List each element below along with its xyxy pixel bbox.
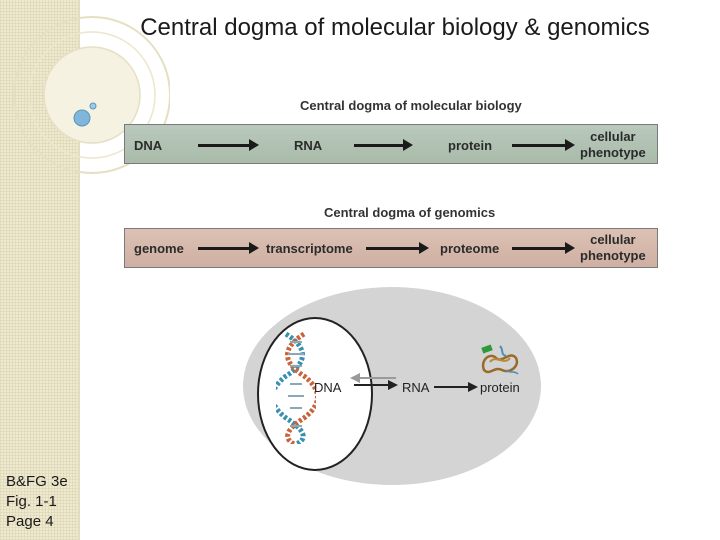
slide-title: Central dogma of molecular biology & gen… — [140, 14, 650, 41]
term-genome: genome — [134, 241, 184, 256]
cell-label-protein: protein — [480, 380, 520, 395]
phenotype-line-2: phenotype — [580, 145, 646, 160]
caption-line-book: B&FG 3e — [6, 473, 68, 490]
arrow-transcriptome-to-proteome — [366, 242, 429, 254]
phenotype-line-1: cellular — [590, 129, 636, 144]
cell-label-dna: DNA — [314, 380, 342, 395]
rna-to-protein-arrow — [434, 382, 478, 392]
phenotype-line-1: cellular — [590, 232, 636, 247]
sidebar-edge — [78, 0, 80, 540]
term-transcriptome: transcriptome — [266, 241, 353, 256]
caption-line-figure: Fig. 1-1 — [6, 493, 57, 510]
arrow-proteome-to-phenotype — [512, 242, 575, 254]
decorative-circles — [13, 16, 170, 174]
term-cellular-phenotype-genomics: cellular phenotype — [580, 232, 646, 264]
term-cellular-phenotype: cellular phenotype — [580, 129, 646, 161]
term-protein: protein — [448, 138, 493, 153]
dna-helix-illustration — [276, 332, 316, 444]
arrow-rna-to-protein — [354, 139, 413, 151]
protein-structure-illustration — [481, 344, 519, 375]
molecular-panel-heading: Central dogma of molecular biology — [300, 98, 522, 113]
genomics-panel-heading: Central dogma of genomics — [324, 205, 496, 220]
term-proteome: proteome — [440, 241, 500, 256]
arrow-dna-to-rna — [198, 139, 259, 151]
term-rna: RNA — [294, 138, 323, 153]
arrow-protein-to-phenotype — [512, 139, 575, 151]
rna-to-dna-reverse-arrow — [350, 373, 398, 390]
phenotype-line-2: phenotype — [580, 248, 646, 263]
term-dna: DNA — [134, 138, 163, 153]
caption-line-page: Page 4 — [6, 513, 54, 530]
figure-caption: B&FG 3e Fig. 1-1 Page 4 — [6, 472, 68, 532]
cell-label-rna: RNA — [402, 380, 430, 395]
arrow-genome-to-transcriptome — [198, 242, 259, 254]
